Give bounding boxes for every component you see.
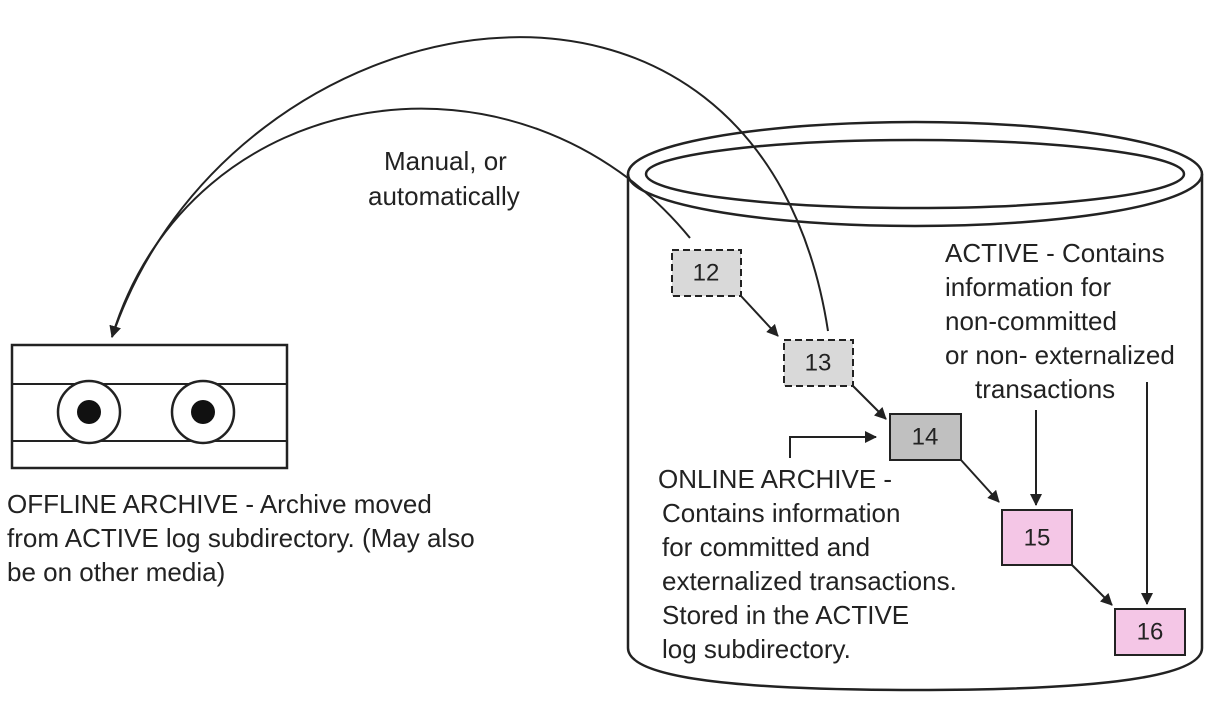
chain-arrow-12-13: [740, 295, 779, 337]
chain-arrow-13-14: [852, 385, 887, 420]
disk-cylinder-icon: [626, 120, 1204, 692]
transfer-label-line: automatically: [368, 181, 520, 211]
chain-arrow-15-16: [1071, 564, 1113, 606]
log-file-14: 14: [889, 413, 962, 461]
online-label-line: externalized transactions.: [662, 566, 957, 596]
transfer-label-line: Manual, or: [384, 146, 507, 176]
active-label-line: or non- externalized: [945, 340, 1175, 370]
active-label-line: ACTIVE - Contains: [945, 238, 1165, 268]
online-label-line: Stored in the ACTIVE: [662, 600, 909, 630]
log-file-label: 12: [693, 260, 720, 287]
log-file-label: 16: [1137, 619, 1164, 646]
active-label: ACTIVE - Contains information for non-co…: [945, 238, 1175, 404]
transfer-arc-from-13: [111, 36, 829, 338]
online-label-line: ONLINE ARCHIVE -: [658, 464, 892, 494]
online-label-line: for committed and: [662, 532, 870, 562]
log-file-13: 13: [783, 339, 854, 387]
log-file-label: 14: [912, 424, 939, 451]
online-label-line: log subdirectory.: [662, 634, 851, 664]
offline-label-line: from ACTIVE log subdirectory. (May also: [7, 523, 475, 553]
online-label-line: Contains information: [662, 498, 900, 528]
chain-arrow-14-15: [960, 459, 1000, 503]
log-file-label: 13: [805, 350, 832, 377]
transfer-arc-from-12: [109, 107, 691, 338]
log-file-16: 16: [1114, 608, 1186, 656]
active-label-line: non-committed: [945, 306, 1117, 336]
log-file-12: 12: [671, 249, 742, 297]
active-label-line: transactions: [975, 374, 1115, 404]
offline-label-line: be on other media): [7, 557, 225, 587]
transfer-label: Manual, or automatically: [368, 146, 520, 211]
offline-label-line: OFFLINE ARCHIVE - Archive moved: [7, 489, 432, 519]
online-pointer-arrow: [789, 431, 877, 458]
log-file-label: 15: [1024, 525, 1051, 552]
online-archive-label: ONLINE ARCHIVE - Contains information fo…: [658, 464, 957, 664]
log-file-15: 15: [1001, 509, 1073, 566]
active-label-line: information for: [945, 272, 1112, 302]
tape-media-icon: [10, 343, 289, 470]
offline-archive-label: OFFLINE ARCHIVE - Archive moved from ACT…: [7, 489, 475, 587]
